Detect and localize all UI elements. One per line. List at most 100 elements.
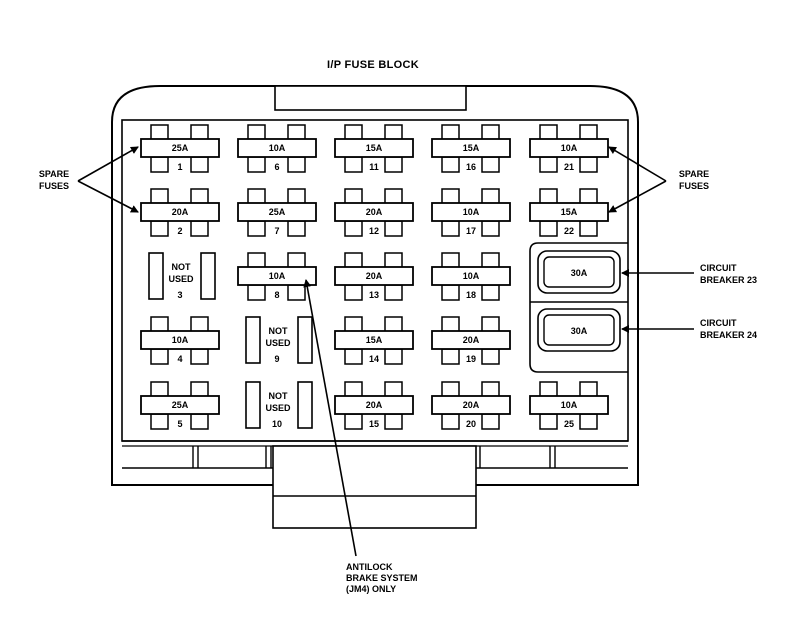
breaker-rating: 30A	[571, 268, 588, 278]
fuse-terminal	[287, 252, 306, 269]
fuse-terminal	[344, 284, 363, 301]
fuse-terminal	[344, 381, 363, 398]
fuse-terminal	[441, 156, 460, 173]
fuse-terminal	[441, 252, 460, 269]
fuse-number: 2	[177, 226, 182, 236]
fuse-number: 5	[177, 419, 182, 429]
fuse-terminal	[539, 413, 558, 430]
unused-slot-number: 3	[177, 290, 182, 300]
fuse-5: 25A 5	[140, 381, 220, 430]
fuse-body	[237, 202, 317, 222]
fuse-terminal	[384, 316, 403, 333]
fuse-terminal	[539, 156, 558, 173]
fuse-rating: 20A	[366, 271, 383, 281]
fuse-number: 18	[466, 290, 476, 300]
fuse-body	[237, 138, 317, 158]
not-used-label-line2: USED	[265, 338, 291, 348]
fuse-terminal	[539, 220, 558, 237]
fuse-terminal	[344, 348, 363, 365]
fuse-terminal	[190, 316, 209, 333]
breaker-compartment	[529, 242, 628, 373]
fuse-body	[431, 138, 511, 158]
fuse-body	[140, 202, 220, 222]
fuse-terminal	[344, 188, 363, 205]
fuse-number: 19	[466, 354, 476, 364]
fuse-terminal	[481, 381, 500, 398]
abs-label-3: (JM4) ONLY	[346, 584, 396, 594]
breaker-24-label-1: CIRCUIT	[700, 318, 737, 328]
fuse-terminal	[481, 348, 500, 365]
fuse-terminal	[247, 188, 266, 205]
fuse-terminal	[150, 316, 169, 333]
spare-arrow-right-lower	[608, 180, 667, 213]
fuse-body	[431, 266, 511, 286]
unused-terminal	[245, 381, 261, 429]
fuse-terminal	[247, 220, 266, 237]
unused-slot-number: 9	[274, 354, 279, 364]
fuse-terminal	[344, 220, 363, 237]
fuse-terminal	[441, 284, 460, 301]
abs-label-2: BRAKE SYSTEM	[346, 573, 418, 583]
fuse-body	[334, 266, 414, 286]
fuse-number: 13	[369, 290, 379, 300]
fuse-body	[431, 330, 511, 350]
fuse-terminal	[344, 252, 363, 269]
fuse-terminal	[150, 220, 169, 237]
fuse-terminal	[150, 348, 169, 365]
fuse-body	[529, 395, 609, 415]
fuse-terminal	[247, 252, 266, 269]
fuse-body	[529, 138, 609, 158]
fuse-terminal	[441, 381, 460, 398]
fuse-terminal	[481, 413, 500, 430]
fuse-rating: 15A	[366, 335, 383, 345]
fuse-rating: 25A	[172, 400, 189, 410]
fuse-terminal	[481, 252, 500, 269]
not-used-label-line1: NOT	[172, 262, 192, 272]
fuse-terminal	[539, 124, 558, 141]
spare-fuses-left-label-1: SPARE	[39, 169, 69, 179]
fuse-terminal	[441, 188, 460, 205]
fuse-number: 25	[564, 419, 574, 429]
not-used-label-line1: NOT	[269, 391, 289, 401]
fuse-rating: 15A	[366, 143, 383, 153]
fuse-body	[431, 395, 511, 415]
fuse-rating: 20A	[366, 207, 383, 217]
fuse-terminal	[150, 124, 169, 141]
fuse-terminal	[247, 284, 266, 301]
diagram-title: I/P FUSE BLOCK	[327, 59, 419, 71]
fuse-rating: 10A	[463, 207, 480, 217]
spare-arrow-left-upper	[77, 146, 139, 182]
unused-terminal	[245, 316, 261, 364]
fuse-number: 7	[274, 226, 279, 236]
fuse-terminal	[481, 284, 500, 301]
abs-leader-line	[303, 279, 357, 557]
fuse-body	[140, 330, 220, 350]
fuse-terminal	[481, 220, 500, 237]
fuse-terminal	[247, 156, 266, 173]
not-used-label-line1: NOT	[269, 326, 289, 336]
fuse-rating: 20A	[463, 335, 480, 345]
breaker-23-label-2: BREAKER 23	[700, 275, 757, 285]
spare-arrow-left-lower	[77, 180, 139, 213]
breaker-24-label-2: BREAKER 24	[700, 330, 757, 340]
fuse-terminal	[150, 156, 169, 173]
unused-terminal	[297, 316, 313, 364]
fuse-terminal	[441, 220, 460, 237]
fuse-terminal	[190, 381, 209, 398]
fuse-terminal	[384, 124, 403, 141]
fuse-terminal	[539, 188, 558, 205]
fuse-number: 4	[177, 354, 182, 364]
fuse-number: 17	[466, 226, 476, 236]
fuse-terminal	[481, 124, 500, 141]
